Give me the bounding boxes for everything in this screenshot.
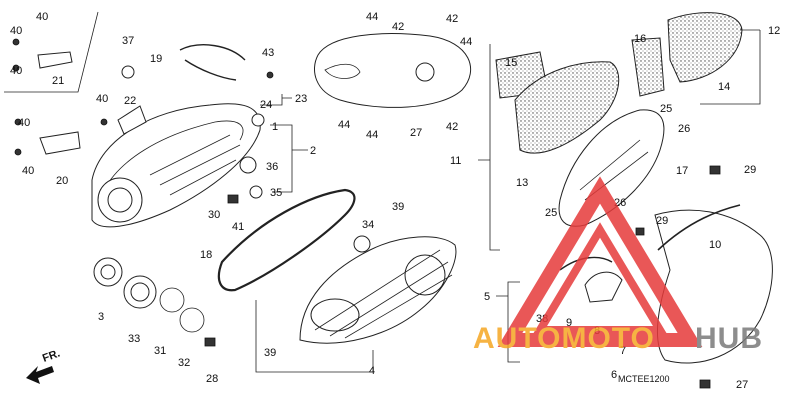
callout-34: 34 — [362, 219, 374, 231]
callout-40a: 40 — [36, 11, 48, 23]
callout-10: 10 — [709, 239, 721, 251]
callout-44b: 44 — [460, 36, 472, 48]
callout-40e: 40 — [22, 165, 34, 177]
air-cleaner-case-cover — [314, 33, 472, 108]
callout-35: 35 — [270, 187, 282, 199]
callout-7: 7 — [620, 345, 626, 357]
callout-30: 30 — [208, 209, 220, 221]
callout-6: 6 — [611, 369, 617, 381]
callout-29a: 29 — [744, 164, 756, 176]
callout-19: 19 — [150, 53, 162, 65]
callout-39b: 39 — [264, 347, 276, 359]
callout-41: 41 — [232, 221, 244, 233]
callout-12: 12 — [768, 25, 780, 37]
callout-40d: 40 — [18, 117, 30, 129]
callout-31: 31 — [154, 345, 166, 357]
callout-20: 20 — [56, 175, 68, 187]
watermark-text-left: AUTOMOTO — [473, 322, 655, 355]
callout-40b: 40 — [10, 25, 22, 37]
callout-15: 15 — [505, 57, 517, 69]
callout-36: 36 — [266, 161, 278, 173]
callout-26a: 26 — [678, 123, 690, 135]
callout-4: 4 — [369, 365, 375, 377]
callout-1: 1 — [272, 121, 278, 133]
callout-27b: 27 — [736, 379, 748, 391]
transmission-cover — [299, 236, 457, 344]
watermark-text-right: HUB — [695, 322, 763, 355]
callout-42b: 42 — [446, 13, 458, 25]
left-crankcase-cover — [91, 103, 261, 228]
callout-5: 5 — [484, 291, 490, 303]
corner-bracket — [4, 11, 99, 93]
bolts-and-screws — [12, 38, 721, 389]
callout-44d: 44 — [366, 129, 378, 141]
callout-44a: 44 — [366, 11, 378, 23]
callout-28: 28 — [206, 373, 218, 385]
callout-25a: 25 — [660, 103, 672, 115]
drive-belt — [217, 188, 356, 292]
callout-27a: 27 — [410, 127, 422, 139]
callout-42c: 42 — [446, 121, 458, 133]
brackets-and-hoses — [37, 44, 623, 303]
callout-17: 17 — [676, 165, 688, 177]
callout-42a: 42 — [392, 21, 404, 33]
callout-14: 14 — [718, 81, 730, 93]
callout-24: 24 — [260, 99, 272, 111]
callout-37: 37 — [122, 35, 134, 47]
callout-29b: 29 — [656, 215, 668, 227]
callout-39a: 39 — [392, 201, 404, 213]
front-direction-label: FR. — [41, 347, 62, 364]
callout-40c: 40 — [10, 65, 22, 77]
callout-21: 21 — [52, 75, 64, 87]
callout-18: 18 — [200, 249, 212, 261]
bearings-and-seals — [93, 65, 371, 333]
callout-22: 22 — [124, 95, 136, 107]
callout-25b: 25 — [545, 207, 557, 219]
callout-23: 23 — [295, 93, 307, 105]
watermark-logo: AUTOMOTO HUB — [473, 176, 763, 355]
callout-13: 13 — [516, 177, 528, 189]
callout-2: 2 — [310, 145, 316, 157]
diagram-code: MCTEE1200 — [618, 374, 670, 384]
callout-9: 9 — [566, 317, 572, 329]
callout-44c: 44 — [338, 119, 350, 131]
callout-40f: 40 — [96, 93, 108, 105]
front-direction-arrow-icon — [26, 366, 54, 384]
callout-33: 33 — [128, 333, 140, 345]
callout-labels: 1 2 3 4 5 6 7 8 9 10 11 12 13 14 15 16 1… — [10, 11, 780, 391]
callout-11: 11 — [450, 155, 461, 167]
callout-32: 32 — [178, 357, 190, 369]
callout-3: 3 — [98, 311, 104, 323]
callout-16: 16 — [634, 33, 646, 45]
callout-43: 43 — [262, 47, 274, 59]
watermark-triangle-icon — [497, 176, 703, 347]
